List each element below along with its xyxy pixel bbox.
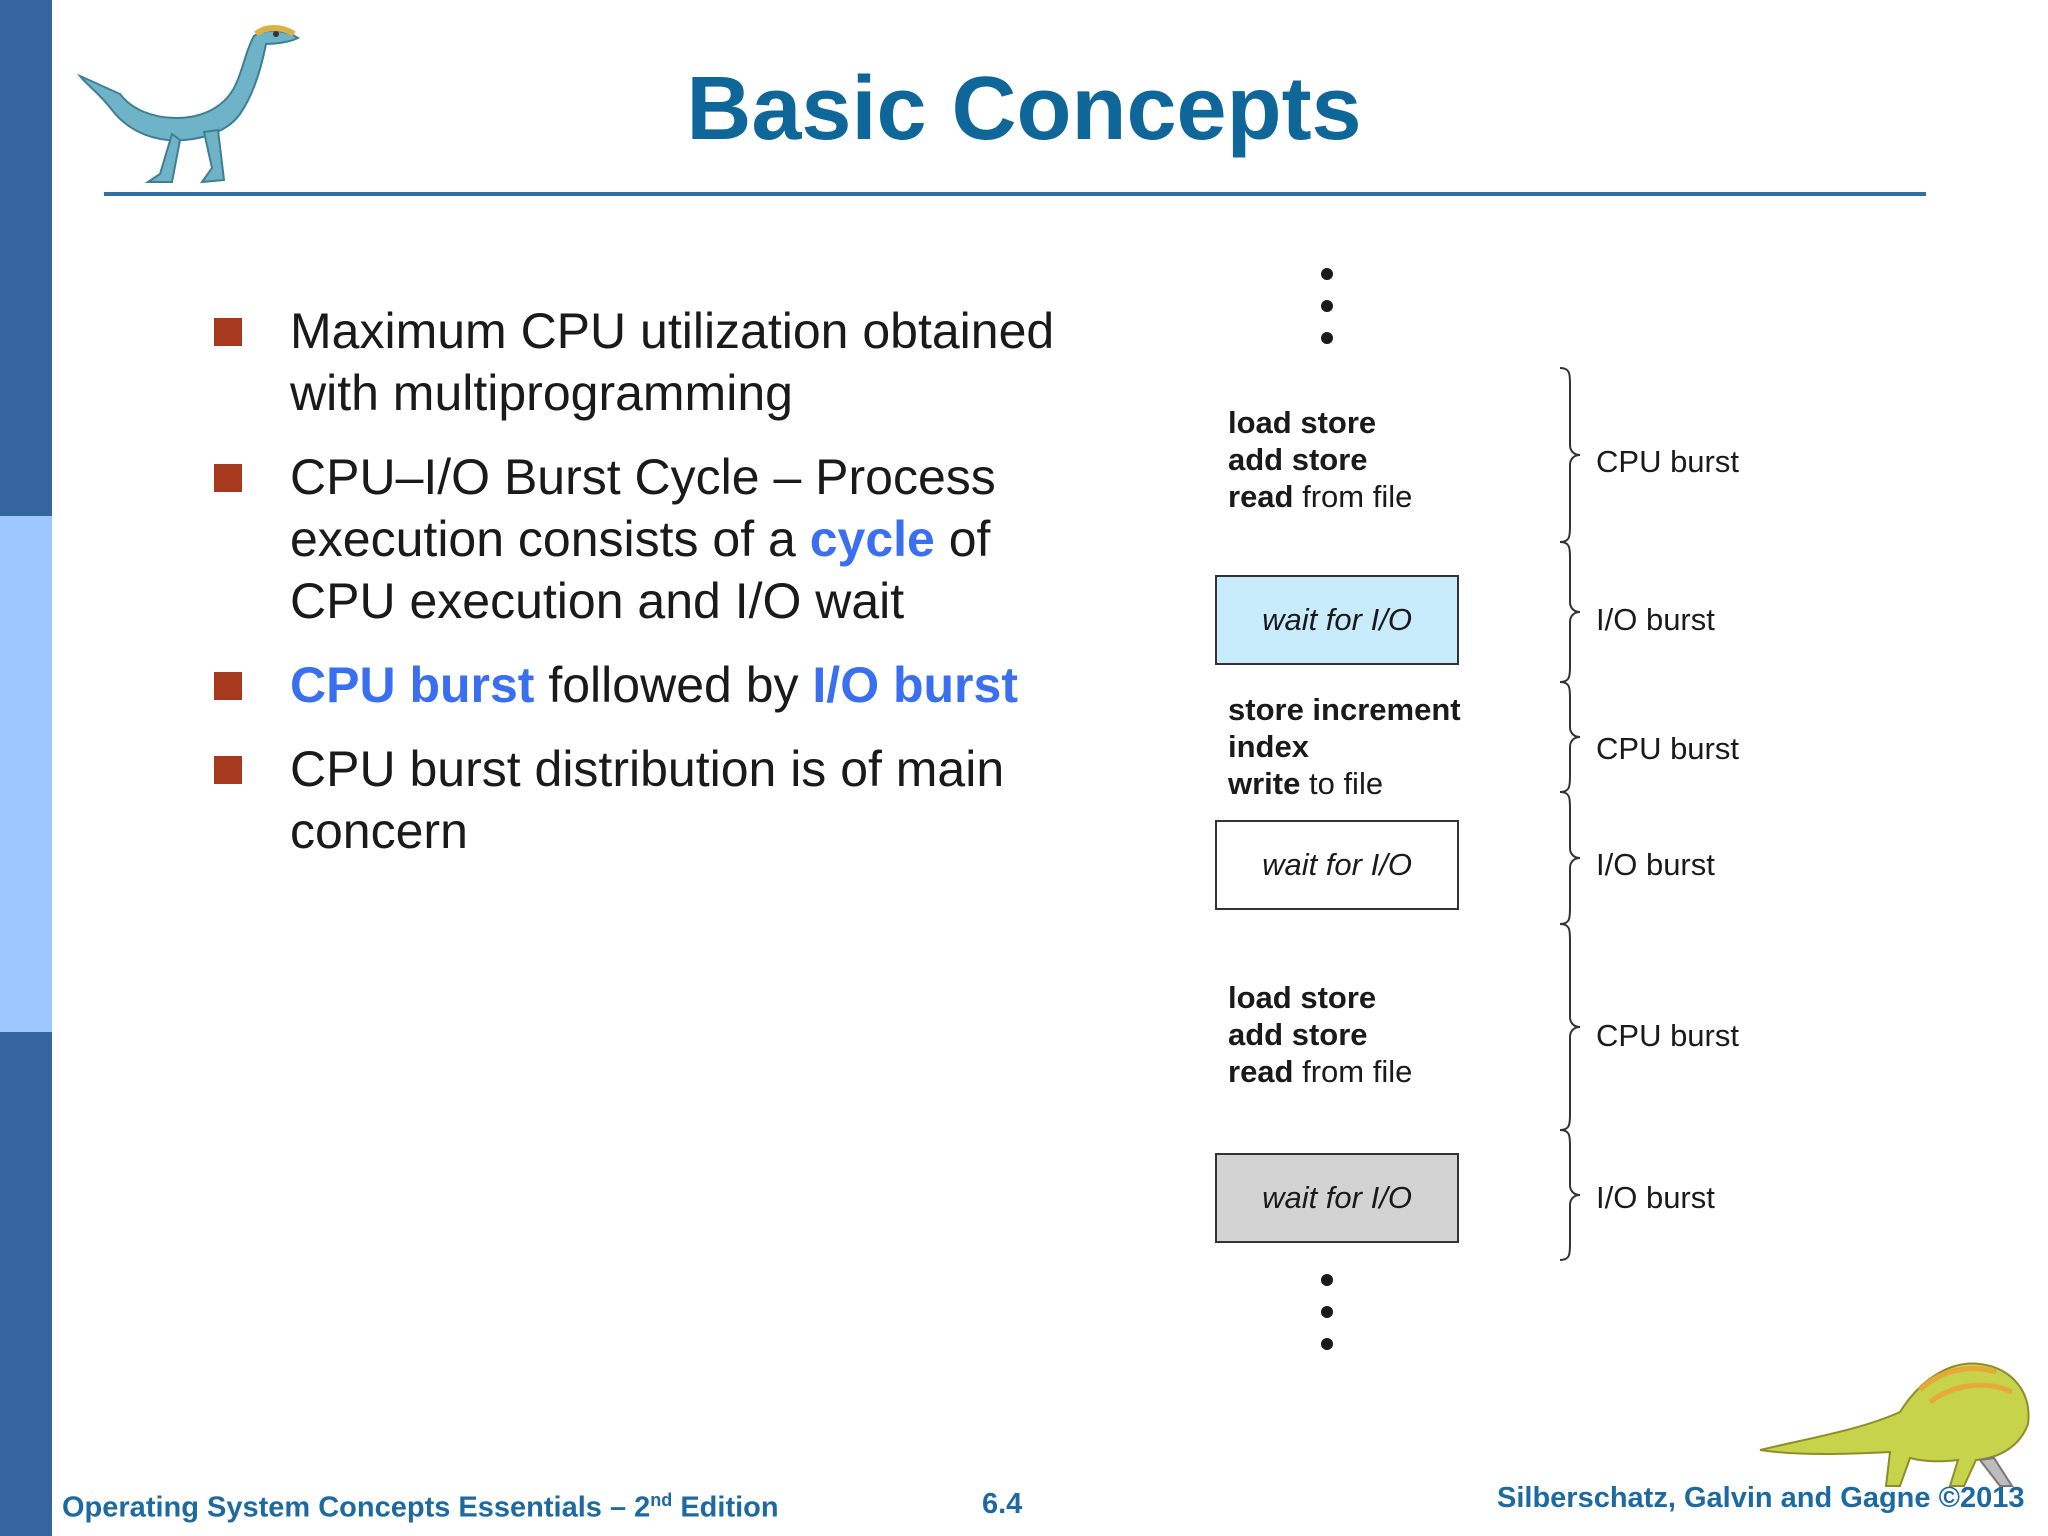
instruction-operand: to file — [1300, 766, 1384, 801]
dinosaur-bottom-icon — [1759, 1362, 2030, 1487]
bullet-text: CPU–I/O Burst Cycle – Process execution … — [290, 449, 996, 567]
highlighted-term: cycle — [809, 511, 935, 567]
bullet-square-icon — [214, 756, 242, 784]
bullet-list: Maximum CPU utilization obtained with mu… — [212, 300, 1072, 884]
curly-brace — [1559, 923, 1581, 1131]
bullet-item: CPU–I/O Burst Cycle – Process execution … — [212, 446, 1072, 632]
bullet-text: of CPU execution and I/O wait — [290, 511, 991, 629]
footer-copyright: Silberschatz, Galvin and Gagne ©2013 — [1497, 1482, 2025, 1514]
ellipsis-dot — [1321, 1306, 1333, 1318]
ellipsis-dot — [1321, 268, 1333, 280]
instruction-line: index — [1228, 728, 1461, 765]
io-burst-label: I/O burst — [1596, 1180, 1715, 1215]
ellipsis-dot — [1321, 332, 1333, 344]
wait-for-io-box: wait for I/O — [1215, 575, 1459, 665]
footer-book-title: Operating System Concepts Essentials – 2… — [62, 1490, 779, 1525]
bullet-item: CPU burst followed by I/O burst — [212, 654, 1072, 716]
ellipsis-dot — [1321, 1338, 1333, 1350]
bullet-square-icon — [214, 672, 242, 700]
instruction-keyword: load store — [1228, 980, 1377, 1015]
wait-for-io-box: wait for I/O — [1215, 820, 1459, 910]
burst-braces — [1559, 367, 1581, 1261]
instruction-line: load store — [1228, 979, 1412, 1016]
curly-brace — [1559, 1129, 1581, 1261]
bullet-item: Maximum CPU utilization obtained with mu… — [212, 300, 1072, 424]
instruction-keyword: load store — [1228, 405, 1377, 440]
io-burst-label: I/O burst — [1596, 602, 1715, 637]
instruction-line: read from file — [1228, 478, 1412, 515]
instruction-keyword: read — [1228, 479, 1294, 514]
highlighted-term: CPU burst — [290, 657, 535, 713]
instruction-line: add store — [1228, 1016, 1412, 1053]
slide-title: Basic Concepts — [686, 59, 1362, 159]
instruction-line: load store — [1228, 404, 1412, 441]
dinosaur-top-icon — [76, 25, 300, 184]
sidebar-segment-middle — [0, 516, 52, 1032]
io-burst-label: I/O burst — [1596, 847, 1715, 882]
instruction-keyword: add store — [1228, 442, 1368, 477]
curly-brace — [1559, 367, 1581, 543]
bullet-square-icon — [214, 464, 242, 492]
curly-brace — [1559, 681, 1581, 793]
footer-edition-superscript: nd — [650, 1490, 673, 1510]
curly-brace — [1559, 791, 1581, 925]
sidebar-segment-bottom — [0, 1032, 52, 1536]
instruction-line: store increment — [1228, 691, 1461, 728]
instruction-keyword: read — [1228, 1054, 1294, 1089]
ellipsis-dot — [1321, 300, 1333, 312]
instruction-keyword: write — [1228, 766, 1301, 801]
cpu-burst-label: CPU burst — [1596, 731, 1739, 766]
sidebar-segment-top — [0, 0, 52, 516]
footer-edition-text: Edition — [672, 1491, 779, 1524]
wait-for-io-box: wait for I/O — [1215, 1153, 1459, 1243]
instruction-keyword: index — [1228, 729, 1309, 764]
cpu-burst-label: CPU burst — [1596, 444, 1739, 479]
curly-brace — [1559, 541, 1581, 683]
instruction-line: write to file — [1228, 765, 1461, 802]
bullet-text: Maximum CPU utilization obtained with mu… — [290, 303, 1055, 421]
cpu-burst-label: CPU burst — [1596, 1018, 1739, 1053]
instruction-operand: from file — [1293, 1054, 1413, 1089]
instruction-operand: from file — [1293, 479, 1413, 514]
footer-page-number: 6.4 — [982, 1488, 1023, 1520]
bullet-text: CPU burst distribution is of main concer… — [290, 741, 1005, 859]
bullet-item: CPU burst distribution is of main concer… — [212, 738, 1072, 862]
instruction-line: read from file — [1228, 1053, 1412, 1090]
ellipsis-dot — [1321, 1274, 1333, 1286]
bullet-square-icon — [214, 318, 242, 346]
title-underline — [104, 192, 1926, 196]
left-sidebar-stripe — [0, 0, 52, 1536]
instruction-line: add store — [1228, 441, 1412, 478]
instruction-keyword: store increment — [1228, 692, 1461, 727]
footer-book-title-text: Operating System Concepts Essentials – 2 — [62, 1491, 651, 1524]
bullet-text: followed by — [534, 657, 813, 713]
instruction-keyword: add store — [1228, 1017, 1368, 1052]
highlighted-term: I/O burst — [812, 657, 1018, 713]
